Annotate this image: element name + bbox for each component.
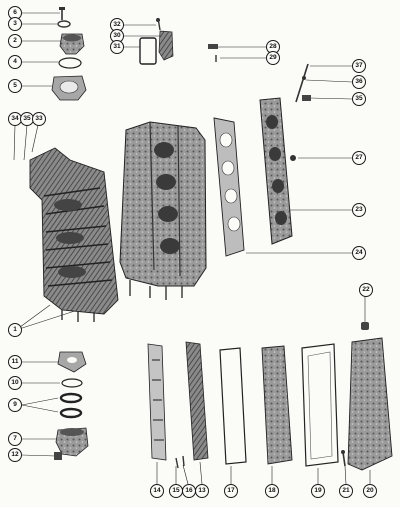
top-center-parts bbox=[139, 17, 218, 65]
callout-24: 24 bbox=[352, 246, 366, 260]
cylinder-head bbox=[259, 97, 293, 245]
callout-15: 15 bbox=[169, 484, 183, 498]
callout-27: 27 bbox=[352, 151, 366, 165]
callout-37: 37 bbox=[352, 59, 366, 73]
callout-3: 3 bbox=[8, 17, 22, 31]
callout-14: 14 bbox=[150, 484, 164, 498]
left-manifold bbox=[29, 147, 119, 322]
head-gasket bbox=[213, 117, 245, 257]
callout-9: 9 bbox=[8, 398, 22, 412]
callout-18: 18 bbox=[265, 484, 279, 498]
callout-2: 2 bbox=[8, 34, 22, 48]
callout-33: 33 bbox=[32, 112, 46, 126]
plug-part bbox=[361, 322, 369, 330]
bottom-covers bbox=[147, 337, 393, 471]
bearing-parts bbox=[54, 351, 89, 460]
callout-16: 16 bbox=[182, 484, 196, 498]
callout-35: 35 bbox=[352, 92, 366, 106]
top-left-parts bbox=[51, 7, 87, 101]
callout-1: 1 bbox=[8, 323, 22, 337]
callout-4: 4 bbox=[8, 55, 22, 69]
callout-13: 13 bbox=[195, 484, 209, 498]
callout-20: 20 bbox=[363, 484, 377, 498]
callout-10: 10 bbox=[8, 376, 22, 390]
cylinder-block bbox=[119, 121, 207, 300]
callout-12: 12 bbox=[8, 448, 22, 462]
callout-29: 29 bbox=[266, 51, 280, 65]
callout-5: 5 bbox=[8, 79, 22, 93]
callout-11: 11 bbox=[8, 355, 22, 369]
callout-7: 7 bbox=[8, 432, 22, 446]
callout-30: 30 bbox=[110, 29, 124, 43]
callout-19: 19 bbox=[311, 484, 325, 498]
top-right-parts bbox=[290, 63, 311, 161]
callout-36: 36 bbox=[352, 75, 366, 89]
callout-22: 22 bbox=[359, 283, 373, 297]
callout-21: 21 bbox=[339, 484, 353, 498]
callout-17: 17 bbox=[224, 484, 238, 498]
callout-31: 31 bbox=[110, 40, 124, 54]
callout-23: 23 bbox=[352, 203, 366, 217]
